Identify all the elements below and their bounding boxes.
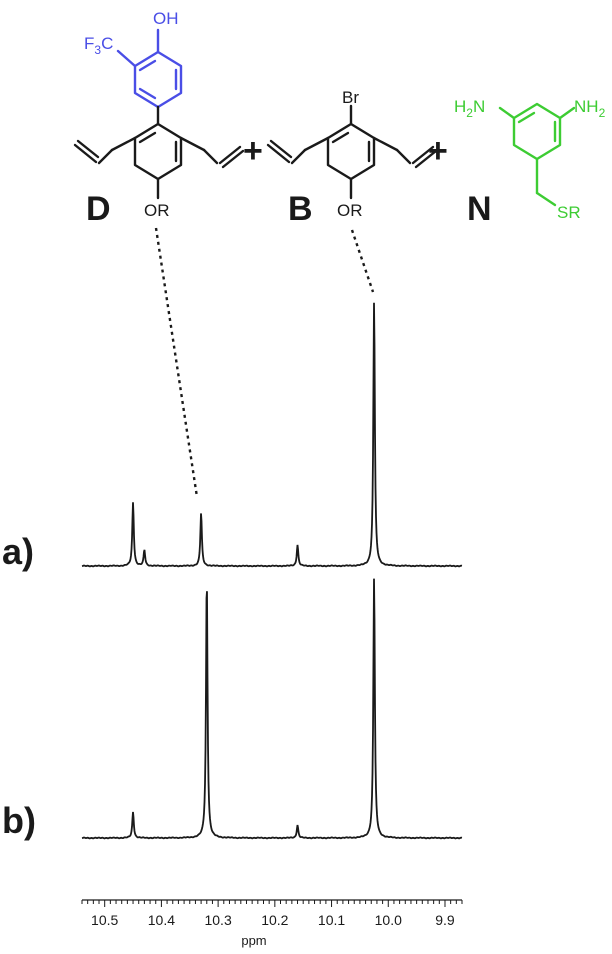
correlation-line-d: [154, 227, 199, 498]
compound-d-core-ring: [73, 105, 245, 200]
compound-d-oh-label: OH: [153, 9, 179, 28]
x-axis-tick-label: 10.4: [148, 912, 175, 928]
x-axis-tick-label: 10.2: [261, 912, 288, 928]
spectrum-b-label: b): [2, 800, 36, 841]
plus-sign-1: +: [243, 132, 263, 170]
x-axis-major-ticks: [104, 900, 446, 907]
compound-d-or-label: OR: [144, 201, 170, 220]
x-axis-tick-labels: 10.5 10.4 10.3 10.2 10.1 10.0 9.9: [91, 912, 455, 928]
compound-d-phenol-ring: [116, 28, 183, 109]
compound-b-label: B: [288, 190, 313, 228]
x-axis-minor-ticks: [81, 900, 463, 904]
compound-d-structure: [73, 28, 245, 200]
x-axis-label: ppm: [241, 933, 266, 948]
x-axis-tick-label: 10.5: [91, 912, 118, 928]
x-axis-tick-label: 10.0: [375, 912, 402, 928]
x-axis-tick-label: 10.1: [318, 912, 345, 928]
compound-b-or-label: OR: [337, 201, 363, 220]
spectrum-a-label: a): [2, 531, 34, 572]
x-axis: 10.5 10.4 10.3 10.2 10.1 10.0 9.9 ppm: [81, 899, 463, 948]
plus-sign-2: +: [428, 132, 448, 170]
spectrum-a-trace: [81, 302, 463, 568]
compound-n-label: N: [467, 190, 492, 228]
x-axis-tick-label: 10.3: [204, 912, 231, 928]
compound-d-cf3-label: F3C: [84, 34, 113, 57]
compound-b-structure: [266, 104, 438, 200]
compound-n-structure: [498, 102, 576, 207]
x-axis-tick-label: 9.9: [435, 912, 455, 928]
compound-n-nh2-right-label: NH2: [574, 97, 606, 120]
compound-n-nh2-left-label: H2N: [454, 97, 485, 120]
correlation-line-b: [350, 229, 375, 293]
compound-d-label: D: [86, 190, 111, 228]
spectrum-b-trace: [81, 578, 463, 840]
compound-b-br-label: Br: [342, 88, 359, 107]
compound-n-sr-label: SR: [557, 203, 581, 222]
